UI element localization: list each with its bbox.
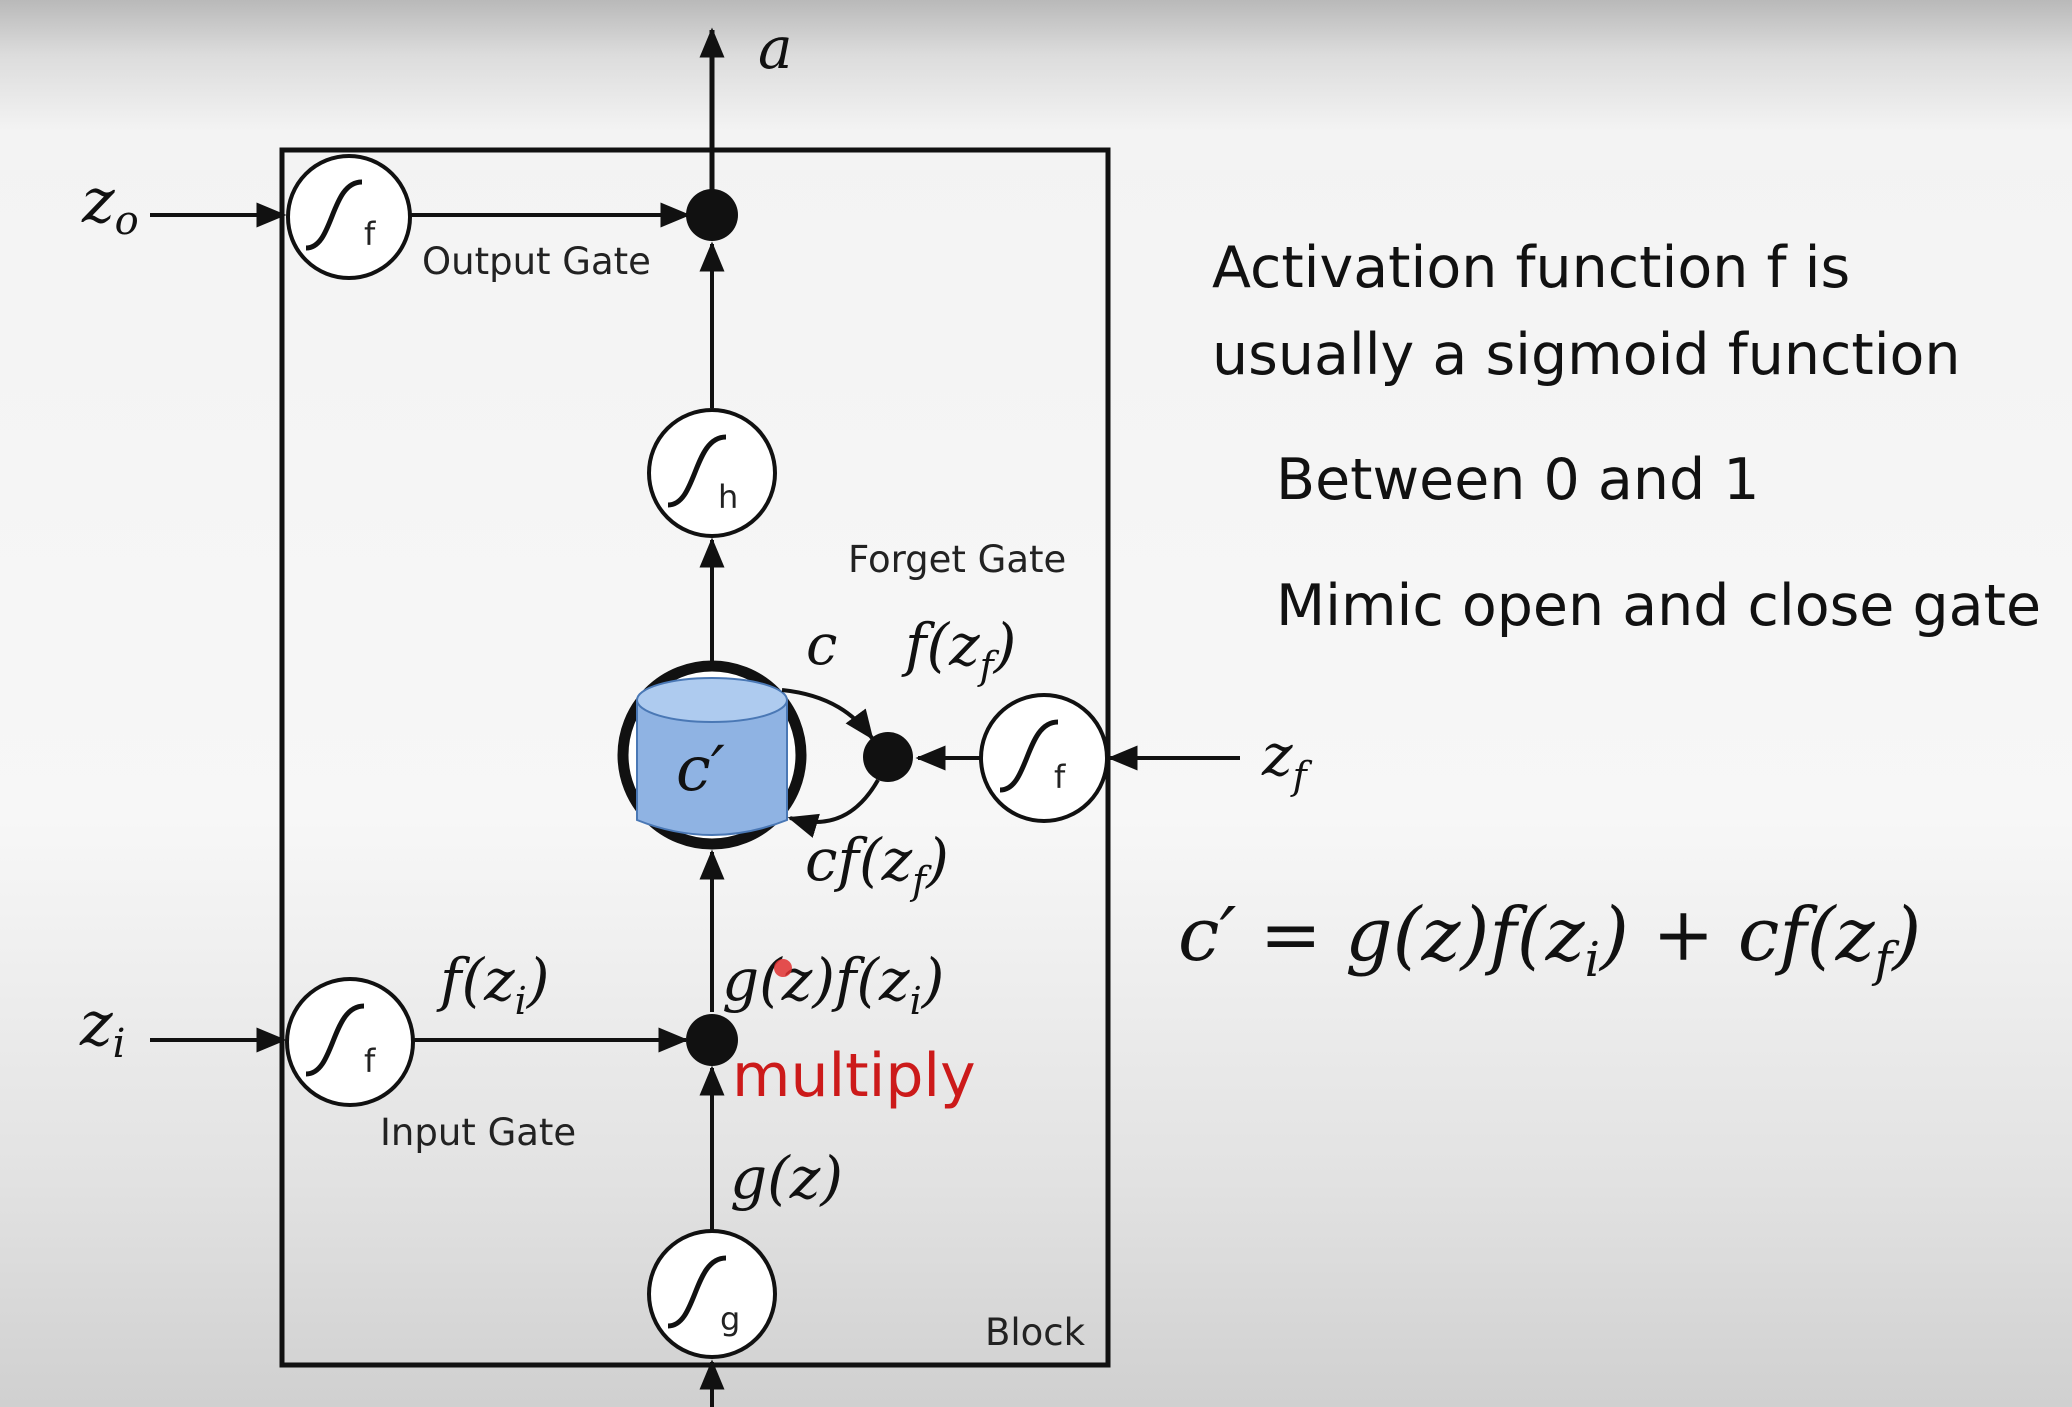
note-line-1: Activation function f is: [1212, 235, 1851, 301]
prev-cell-label: c: [806, 613, 837, 678]
g-activation-sigmoid: g: [647, 1229, 777, 1359]
forget-gate-sigmoid: f: [979, 693, 1109, 823]
block-label: Block: [985, 1311, 1086, 1354]
cell-label: c′: [676, 732, 725, 805]
output-a-label: a: [758, 14, 793, 82]
input-gate-sigmoid: f: [285, 977, 415, 1107]
note-line-2: usually a sigmoid function: [1212, 322, 1961, 388]
cell-to-forget-mult-arrow: [781, 688, 874, 741]
multiply-note: multiply: [732, 1041, 976, 1111]
output-multiply-node: [686, 189, 738, 241]
svg-text:f: f: [364, 215, 376, 253]
forget-mult-to-cell-arrow: [787, 779, 880, 838]
memory-cell: c′: [617, 660, 807, 850]
forget-multiply-node: [863, 732, 913, 782]
svg-text:h: h: [718, 478, 738, 516]
product-expr: g(z)f(zi): [722, 946, 944, 1023]
h-activation-sigmoid: h: [647, 408, 777, 538]
zf-label: zf: [1261, 721, 1313, 798]
output-gate-sigmoid: f: [286, 154, 412, 280]
g-output-expr: g(z): [730, 1144, 843, 1212]
input-gate-output-expr: f(zi): [436, 946, 549, 1023]
forget-gate-output-expr: f(zf): [901, 611, 1016, 688]
input-gate-label: Input Gate: [380, 1111, 576, 1154]
cell-decay-expr: cf(zf): [805, 826, 949, 903]
zi-label: zi: [79, 987, 125, 1067]
forget-gate-label: Forget Gate: [848, 538, 1066, 581]
note-line-4: Mimic open and close gate: [1276, 573, 2042, 639]
cursor-dot: [774, 959, 792, 977]
svg-text:f: f: [364, 1042, 376, 1080]
input-multiply-node: [686, 1014, 738, 1066]
note-line-3: Between 0 and 1: [1276, 447, 1760, 513]
svg-text:f: f: [1054, 758, 1066, 796]
output-gate-label: Output Gate: [422, 240, 651, 283]
cell-update-equation: c′ = g(z)f(zi) + cf(zf): [1178, 892, 1921, 988]
zo-label: zo: [81, 164, 139, 244]
svg-text:g: g: [720, 1300, 740, 1338]
